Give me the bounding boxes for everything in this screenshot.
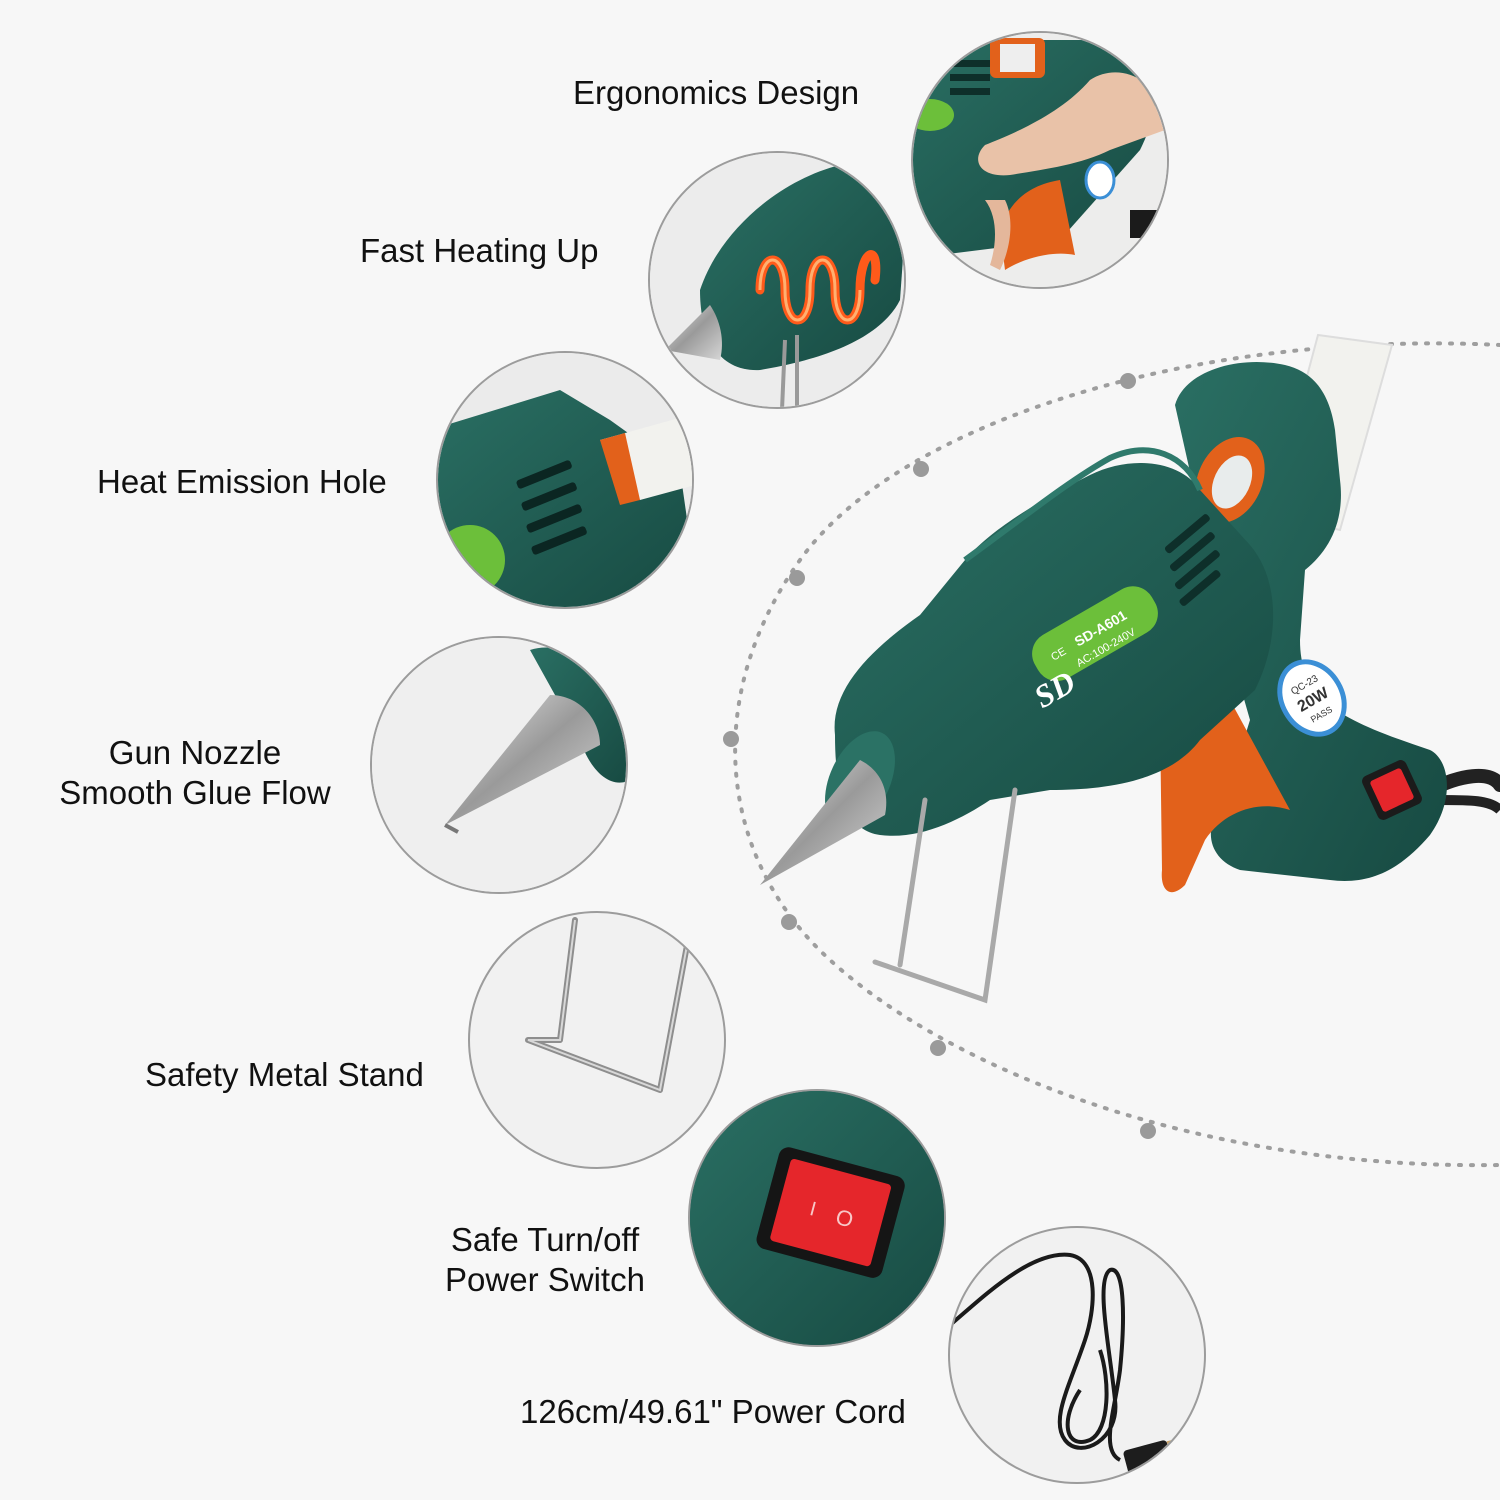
detail-circle-cord	[948, 1226, 1206, 1484]
vent-slots	[1164, 514, 1221, 606]
label-gun-nozzle-line1: Gun Nozzle	[108, 734, 282, 771]
detail-circle-ergonomics	[911, 31, 1169, 289]
model-label	[1032, 586, 1158, 681]
detail-circle-emission	[436, 351, 694, 609]
detail-circle-heating	[648, 151, 906, 409]
arc-dot	[1120, 373, 1136, 389]
coiled-cord	[950, 1252, 1125, 1462]
svg-text:I: I	[807, 1198, 818, 1221]
label-gun-nozzle: Gun Nozzle Smooth Glue Flow	[40, 733, 350, 813]
label-metal-stand: Safety Metal Stand	[145, 1056, 424, 1093]
glue-gun-main: SD-A601 AC:100-240V CE SD QC-23 20W PASS	[760, 333, 1500, 1004]
label-power-switch-line2: Power Switch	[445, 1261, 645, 1298]
metal-stand	[872, 787, 1018, 1004]
detail-circle-stand	[468, 911, 726, 1169]
arc-dot	[930, 1040, 946, 1056]
label-heat-emission: Heat Emission Hole	[97, 463, 387, 500]
label-fast-heating: Fast Heating Up	[360, 232, 599, 269]
rocker-switch-icon: I O	[756, 1147, 905, 1278]
svg-text:O: O	[833, 1204, 856, 1233]
label-gun-nozzle-line2: Smooth Glue Flow	[59, 774, 331, 811]
wattage-badge: QC-23 20W PASS	[1277, 659, 1347, 737]
arc-dot	[781, 914, 797, 930]
label-power-cord: 126cm/49.61" Power Cord	[520, 1393, 906, 1430]
arc-dot	[723, 731, 739, 747]
gun-nozzle	[760, 760, 887, 885]
arc-dot	[1140, 1123, 1156, 1139]
vent-holes-icon	[516, 460, 587, 555]
main-power-switch	[1362, 760, 1422, 820]
arc-dot	[913, 461, 929, 477]
arc-dot	[789, 570, 805, 586]
label-power-switch-line1: Safe Turn/off	[450, 1221, 640, 1258]
detail-circle-nozzle	[370, 636, 628, 894]
label-power-switch: Safe Turn/off Power Switch	[420, 1220, 670, 1300]
detail-circle-switch: I O	[688, 1089, 946, 1347]
dotted-arc	[723, 341, 1500, 1168]
label-ergonomics: Ergonomics Design	[573, 74, 860, 111]
